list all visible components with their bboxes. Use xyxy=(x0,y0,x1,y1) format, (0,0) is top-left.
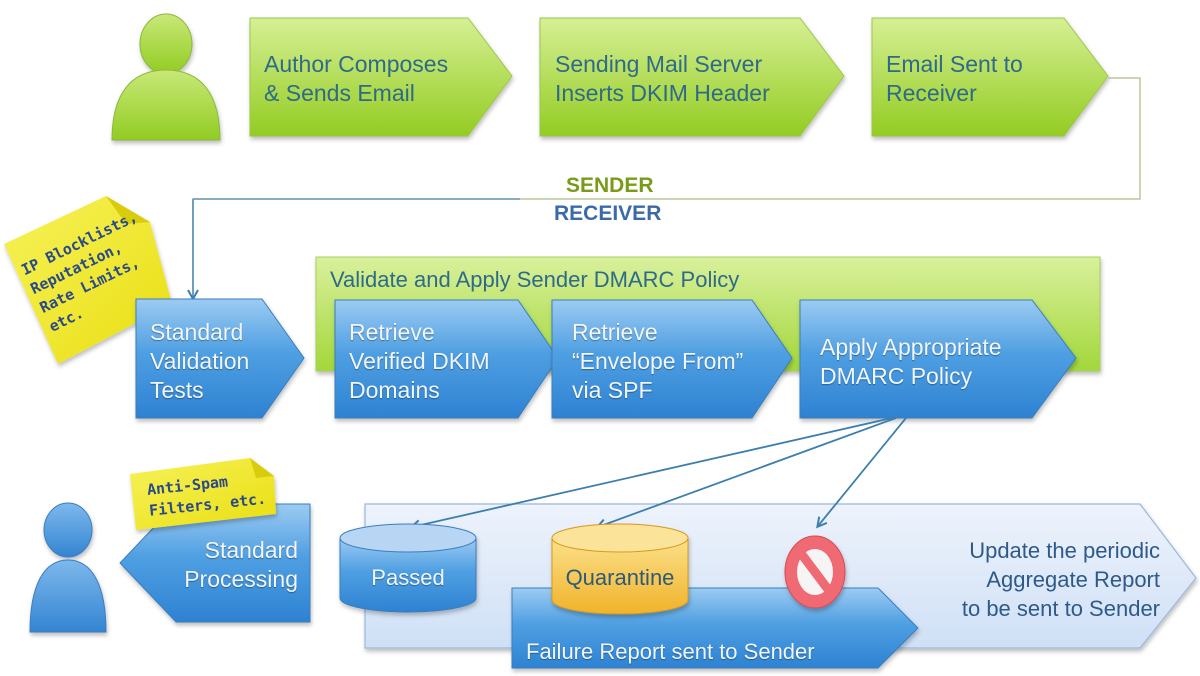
dmarc-step-2-shape xyxy=(551,299,793,419)
receiver-person-icon xyxy=(29,502,107,633)
receiver-label: RECEIVER xyxy=(554,202,662,225)
dmarc-group-title: Validate and Apply Sender DMARC Policy xyxy=(330,267,740,292)
sender-step-email-sent: Email Sent to Receiver xyxy=(886,51,1023,106)
quarantine-database-icon xyxy=(551,523,689,615)
sender-step-1-shape xyxy=(249,17,513,137)
sender-step-3-shape xyxy=(871,17,1109,137)
sender-person-icon xyxy=(111,13,221,141)
sender-step-dkim-header: Sending Mail Server Inserts DKIM Header xyxy=(555,51,770,106)
dmarc-step-3-shape xyxy=(799,299,1077,419)
standard-processing-text: Standard Processing xyxy=(184,537,298,592)
reject-prohibited-icon xyxy=(784,535,846,609)
arrow-to-quarantine xyxy=(598,417,897,527)
standard-validation-shape xyxy=(135,298,305,419)
quarantine-label: Quarantine xyxy=(565,565,675,590)
sender-step-2-shape xyxy=(539,17,845,137)
dmarc-step-envelope-from: Retrieve “Envelope From” via SPF xyxy=(572,319,744,403)
dmarc-step-dkim-domains: Retrieve Verified DKIM Domains xyxy=(349,319,490,403)
passed-label: Passed xyxy=(371,565,445,590)
note-anti-spam xyxy=(130,458,276,530)
arrow-to-passed xyxy=(412,417,893,527)
aggregate-report-text: Update the periodic Aggregate Report to … xyxy=(961,538,1160,621)
sender-label: SENDER xyxy=(566,174,654,197)
standard-validation-text: Standard Validation Tests xyxy=(150,319,250,403)
passed-database-icon xyxy=(339,523,477,613)
dmarc-step-apply-policy: Apply Appropriate DMARC Policy xyxy=(820,334,1002,389)
arrow-to-reject xyxy=(818,417,907,526)
sender-step-author-composes: Author Composes & Sends Email xyxy=(264,51,449,106)
note-ip-blocklists xyxy=(4,196,172,364)
failure-report-text: Failure Report sent to Sender xyxy=(526,639,815,664)
dmarc-step-1-shape xyxy=(334,299,559,419)
